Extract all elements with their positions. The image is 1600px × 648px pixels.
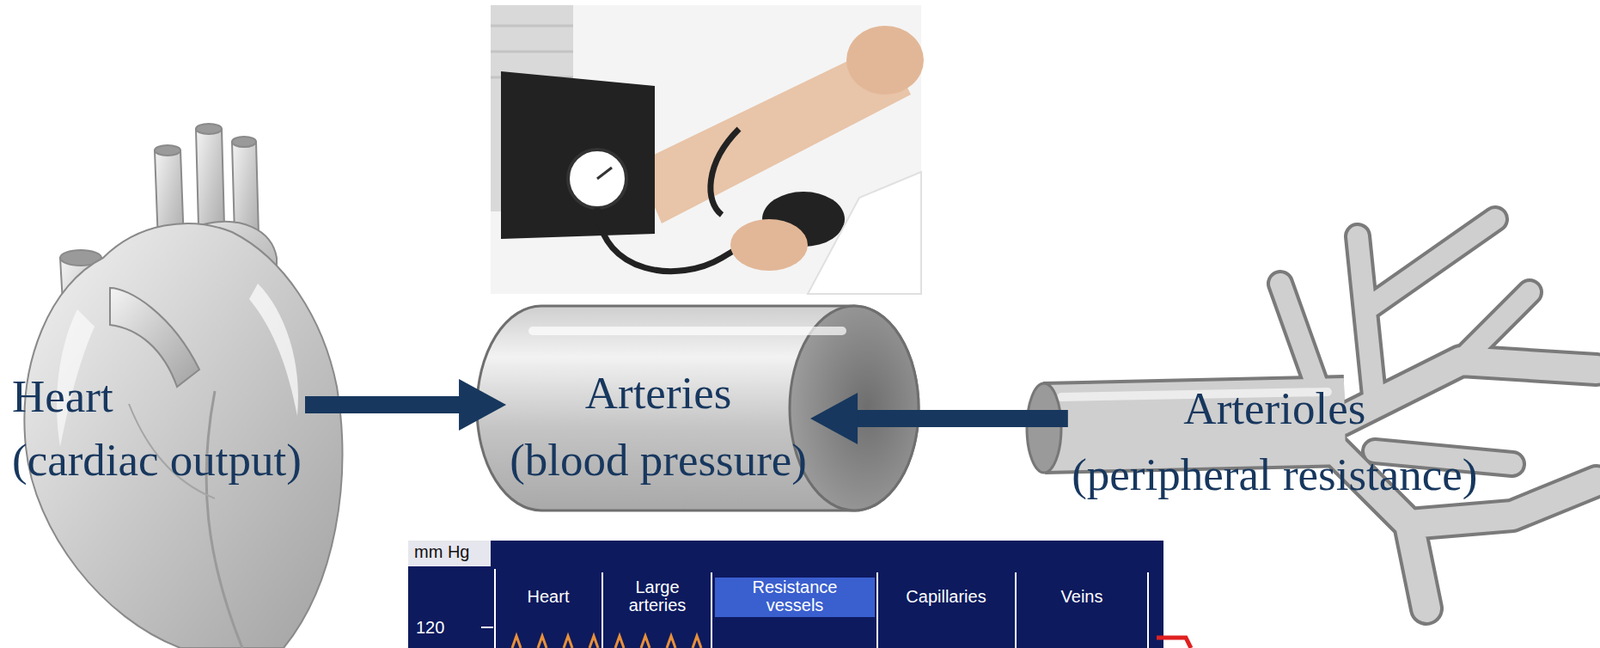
arrow-head <box>810 392 858 445</box>
flow-arrow <box>810 392 1069 445</box>
heart-illustration <box>206 390 243 648</box>
arrow-shaft <box>855 409 1069 428</box>
flow-arrow <box>305 378 507 431</box>
column-header: Resistance vessels <box>730 578 860 615</box>
node-label: Heart (cardiac output) <box>12 369 302 487</box>
node-heading: Arterioles <box>1071 381 1478 435</box>
red-bracket <box>1156 637 1191 648</box>
node-subtitle: (cardiac output) <box>12 433 302 487</box>
heart-illustration <box>249 283 299 416</box>
node-subtitle: (peripheral resistance) <box>1071 447 1478 501</box>
heart-illustration <box>154 145 181 156</box>
blood-pressure-photo <box>846 25 924 95</box>
pressure-chart <box>481 626 494 629</box>
blood-pressure-photo <box>710 128 739 215</box>
column-header: Veins <box>1021 587 1142 606</box>
artery-cylinder <box>476 305 919 511</box>
column-header: Heart <box>498 587 599 606</box>
column-header: Capillaries <box>881 587 1011 606</box>
blood-pressure-photo <box>490 5 924 294</box>
node-label: Arterioles (peripheral resistance) <box>1071 381 1478 501</box>
red-bracket <box>1156 637 1191 648</box>
artery-cylinder <box>532 326 843 336</box>
heart-illustration <box>195 123 222 135</box>
artery-cylinder <box>476 305 919 511</box>
node-heading: Heart <box>12 369 302 423</box>
blood-pressure-photo <box>490 25 574 78</box>
node-subtitle: (blood pressure) <box>509 433 807 487</box>
arrow-shaft <box>305 396 461 414</box>
blood-pressure-photo <box>730 219 808 271</box>
pressure-chart <box>512 635 702 648</box>
pressure-chart <box>408 540 1164 648</box>
heart-illustration <box>109 287 200 387</box>
node-heading: Arteries <box>509 366 807 420</box>
artery-cylinder <box>789 305 919 511</box>
blood-pressure-photo <box>500 71 655 239</box>
pressure-chart <box>408 540 491 567</box>
pressure-chart <box>408 540 1164 648</box>
column-header: Large arteries <box>610 578 705 615</box>
pressure-chart <box>714 577 875 617</box>
arteriole-illustration <box>1026 383 1062 473</box>
node-label: Arteries (blood pressure) <box>509 366 807 487</box>
arrow-head <box>458 378 507 431</box>
heart-illustration <box>232 136 257 147</box>
pressure-chart <box>494 568 1149 648</box>
axis-unit: mm Hg <box>414 543 492 562</box>
blood-pressure-photo <box>567 149 627 208</box>
blood-pressure-photo <box>807 171 922 294</box>
axis-value: 120 <box>415 618 477 637</box>
blood-pressure-photo <box>597 167 612 179</box>
